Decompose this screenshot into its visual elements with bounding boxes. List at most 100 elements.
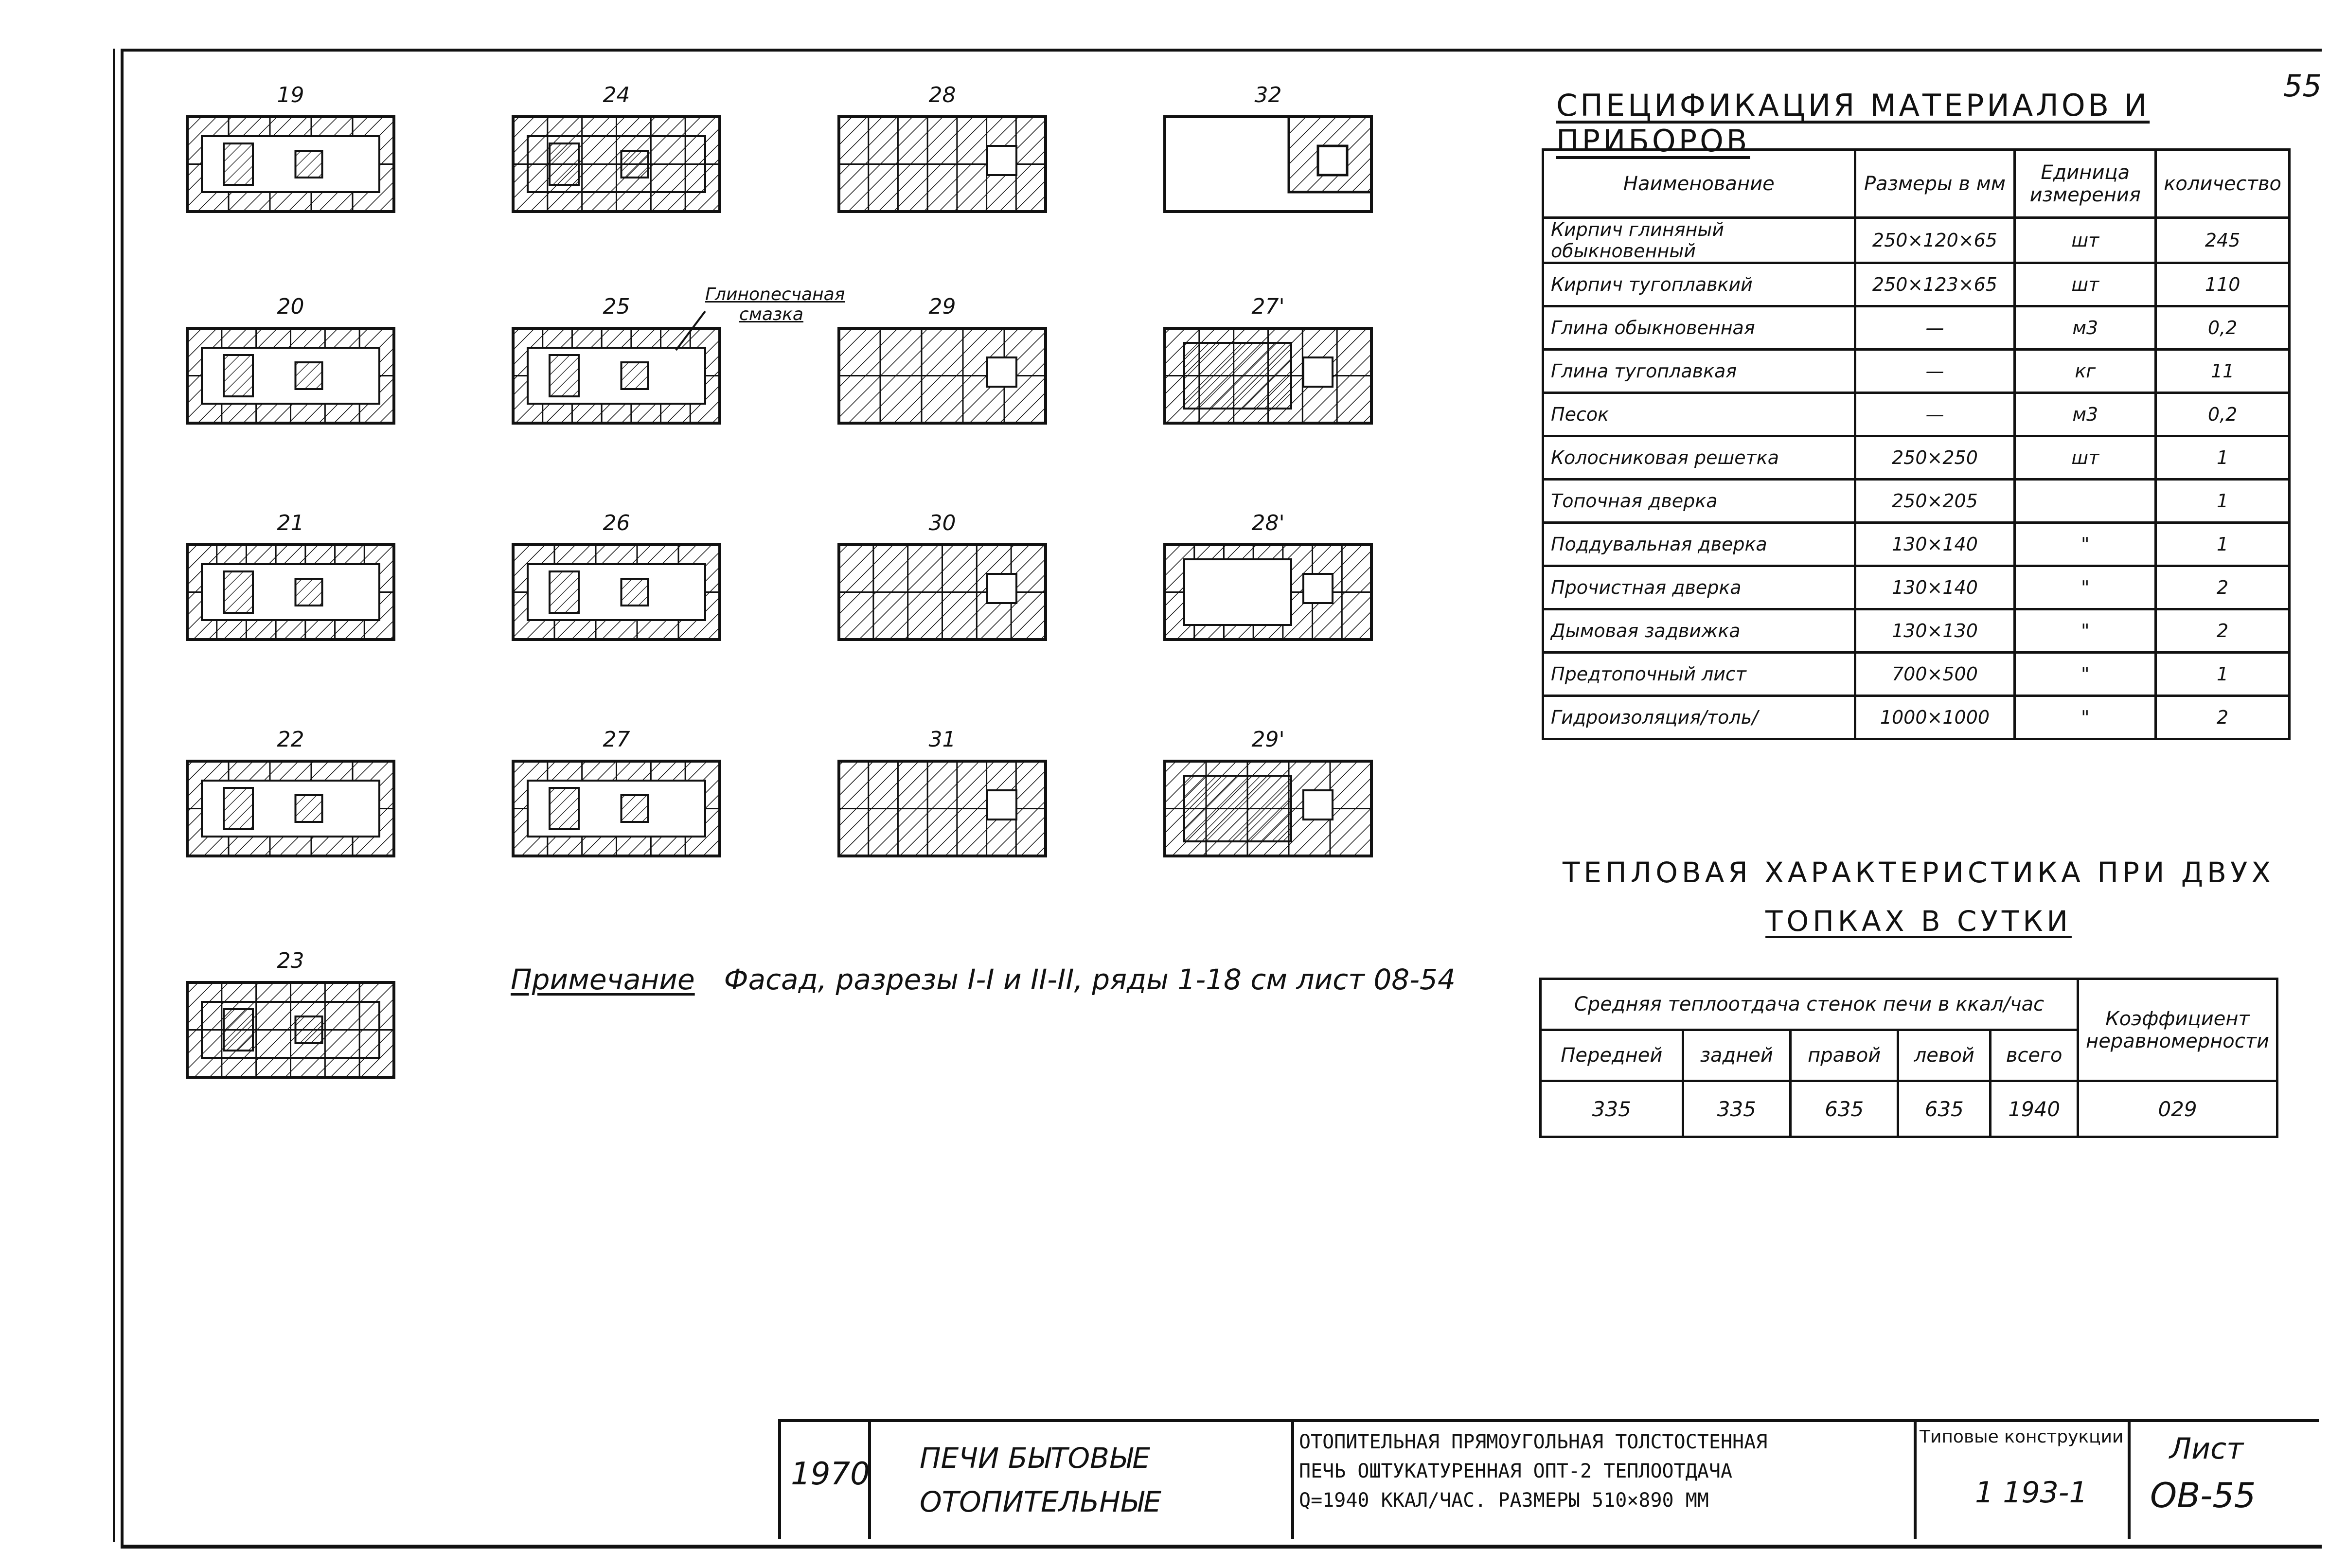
spec-item-qty: 1 [2154, 478, 2291, 524]
course-number-label: 21 [277, 511, 304, 535]
brick-course-plan [186, 115, 395, 213]
spec-item-size: 250×205 [1853, 478, 2016, 524]
course-number-label: 32 [1254, 83, 1282, 107]
note-text: Фасад, разрезы I-I и II-II, ряды 1-18 см… [724, 963, 1456, 996]
spec-item-qty: 0,2 [2154, 392, 2291, 437]
brick-course-plan [1163, 327, 1373, 425]
spec-item-unit [2013, 478, 2157, 524]
brick-course-plan [837, 543, 1047, 641]
note: Примечание Фасад, разрезы I-I и II-II, ря… [511, 963, 1456, 996]
heat-subheader: всего [1989, 1029, 2080, 1082]
course-number-label: 30 [928, 511, 956, 535]
heat-subheader: задней [1681, 1029, 1792, 1082]
spec-item-qty: 1 [2154, 651, 2291, 697]
spec-header-name: Наименование [1542, 148, 1856, 219]
brick-course-plan [837, 115, 1047, 213]
spec-item-size: 130×130 [1853, 608, 2016, 654]
spec-item-unit: шт [2013, 435, 2157, 481]
course-number-label: 24 [603, 83, 630, 107]
series-value: 1 193-1 [1975, 1476, 2088, 1510]
title-block-year-cell: 1970 [781, 1422, 871, 1539]
heat-value: 1940 [1989, 1080, 2080, 1138]
title-block-desc-cell: ОТОПИТЕЛЬНАЯ ПРЯМОУГОЛЬНАЯ ТОЛСТОСТЕННАЯ… [1294, 1422, 1917, 1539]
desc-line-3: Q=1940 ККАЛ/ЧАС. РАЗМЕРЫ 510×890 ММ [1299, 1489, 1709, 1512]
spec-item-qty: 1 [2154, 521, 2291, 567]
title-block-name-cell: ПЕЧИ БЫТОВЫЕ ОТОПИТЕЛЬНЫЕ [871, 1422, 1294, 1539]
spec-item-size: — [1853, 348, 2016, 394]
spec-item-size: — [1853, 305, 2016, 351]
year: 1970 [791, 1456, 870, 1492]
brick-course-drawings [186, 115, 1373, 1079]
name-line-1: ПЕЧИ БЫТОВЫЕ [920, 1442, 1151, 1475]
spec-item-qty: 11 [2154, 348, 2291, 394]
spec-item-name: Прочистная дверка [1542, 565, 1856, 610]
spec-item-unit: шт [2013, 216, 2157, 264]
name-line-2: ОТОПИТЕЛЬНЫЕ [920, 1485, 1161, 1518]
course-number-label: 31 [928, 727, 956, 752]
spec-item-name: Предтопочный лист [1542, 651, 1856, 697]
spec-header-size: Размеры в мм [1853, 148, 2016, 219]
spec-item-unit: м3 [2013, 305, 2157, 351]
heat-coef-value: 029 [2077, 1080, 2278, 1138]
spec-item-name: Топочная дверка [1542, 478, 1856, 524]
brick-course-plan [1163, 543, 1373, 641]
brick-course-plan [186, 543, 395, 641]
course-number-label: 29 [928, 294, 956, 319]
heat-value: 635 [1789, 1080, 1900, 1138]
desc-line-1: ОТОПИТЕЛЬНАЯ ПРЯМОУГОЛЬНАЯ ТОЛСТОСТЕННАЯ [1299, 1431, 1768, 1453]
course-number-label: 27 [603, 727, 630, 752]
brick-course-plan [837, 760, 1047, 857]
heat-value: 335 [1539, 1080, 1684, 1138]
spec-item-size: 1000×1000 [1853, 695, 2016, 740]
spec-item-unit: " [2013, 651, 2157, 697]
spec-item-name: Песок [1542, 392, 1856, 437]
course-number-label: 22 [277, 727, 304, 752]
spec-item-name: Гидроизоляция/толь/ [1542, 695, 1856, 740]
spec-item-name: Колосниковая решетка [1542, 435, 1856, 481]
spec-item-unit: " [2013, 565, 2157, 610]
spec-item-size: 250×120×65 [1853, 216, 2016, 264]
course-number-label: 29' [1251, 727, 1285, 752]
course-number-label: 23 [277, 948, 304, 973]
brick-course-plan [512, 115, 721, 213]
spec-item-unit: м3 [2013, 392, 2157, 437]
spec-item-size: 700×500 [1853, 651, 2016, 697]
heat-group-header: Средняя теплоотдача стенок печи в ккал/ч… [1539, 978, 2080, 1031]
brick-course-plan [186, 327, 395, 425]
heat-title-line-1: ТЕПЛОВАЯ ХАРАКТЕРИСТИКА ПРИ ДВУХ [1562, 856, 2275, 889]
spec-table: Наименование Размеры в мм Единица измере… [1542, 148, 2291, 740]
spec-title: СПЕЦИФИКАЦИЯ МАТЕРИАЛОВ И ПРИБОРОВ [1556, 88, 2150, 159]
brick-course-plan [1163, 115, 1373, 213]
course-number-label: 19 [277, 83, 304, 107]
course-number-label: 28' [1251, 511, 1285, 535]
spec-item-size: 250×250 [1853, 435, 2016, 481]
spec-item-unit: " [2013, 521, 2157, 567]
note-label: Примечание [511, 963, 695, 996]
callout-leader [675, 310, 706, 351]
callout-line-2: смазка [739, 304, 803, 324]
series-label: Типовые конструкции [1920, 1427, 2124, 1447]
binding-margin-line [113, 49, 120, 1542]
heat-title-line-2: ТОПКАХ В СУТКИ [1765, 905, 2072, 938]
brick-course-plan [837, 327, 1047, 425]
course-number-label: 28 [928, 83, 956, 107]
course-number-label: 26 [603, 511, 630, 535]
drawing-frame [121, 49, 2322, 1549]
spec-item-qty: 0,2 [2154, 305, 2291, 351]
course-number-label: 27' [1251, 294, 1285, 319]
spec-header-unit: Единица измерения [2013, 148, 2157, 219]
course-number-label: 20 [277, 294, 304, 319]
title-block-sheet-cell: Лист ОВ-55 [2131, 1422, 2319, 1539]
brick-course-plan [512, 327, 721, 425]
callout-line-1: Глиноnесчаная [705, 285, 845, 304]
spec-item-name: Дымовая задвижка [1542, 608, 1856, 654]
brick-course-plan [1163, 760, 1373, 857]
heat-subheader: Передней [1539, 1029, 1684, 1082]
